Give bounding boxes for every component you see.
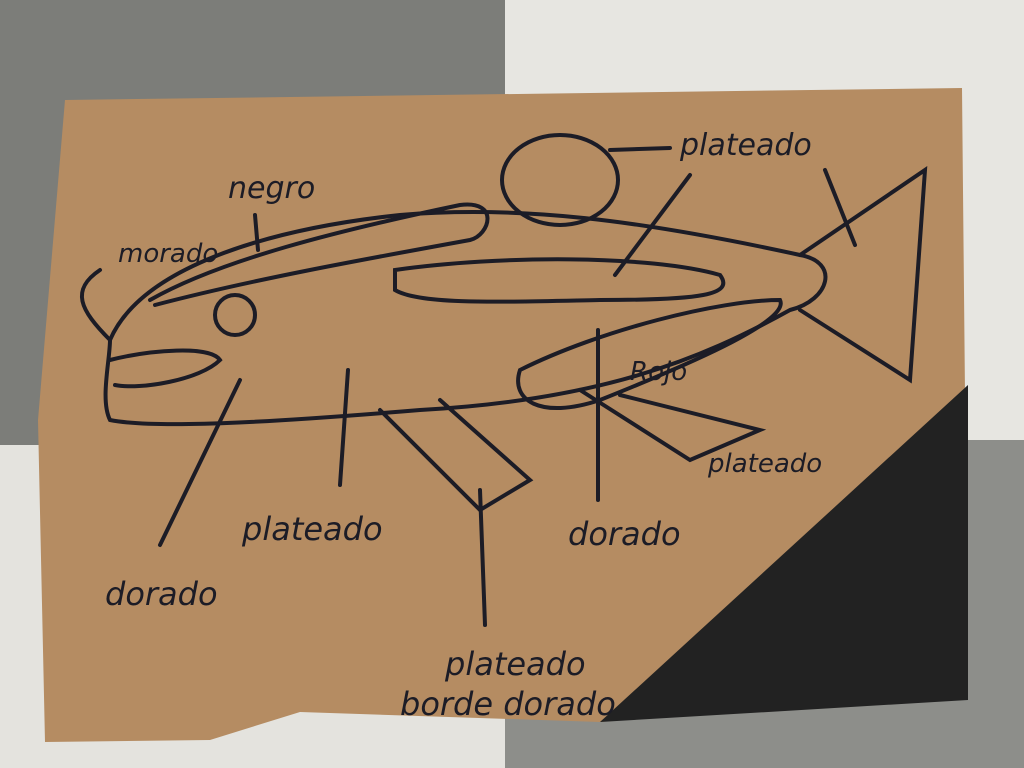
label-dorado-head: dorado <box>105 575 218 613</box>
label-plateado-fin: plateado <box>707 449 822 479</box>
label-dorado-mid: dorado <box>568 515 681 553</box>
label-negro: negro <box>228 171 315 206</box>
label-borde-dorado: borde dorado <box>400 685 616 723</box>
fish-drawing <box>80 133 928 627</box>
label-plateado-bottom: plateado <box>444 645 586 683</box>
label-plateado-belly: plateado <box>241 510 383 548</box>
label-plateado-top: plateado <box>679 128 812 163</box>
label-morado: morado <box>118 239 218 269</box>
black-patch <box>600 385 968 722</box>
label-rojo: Rojo <box>630 357 687 387</box>
